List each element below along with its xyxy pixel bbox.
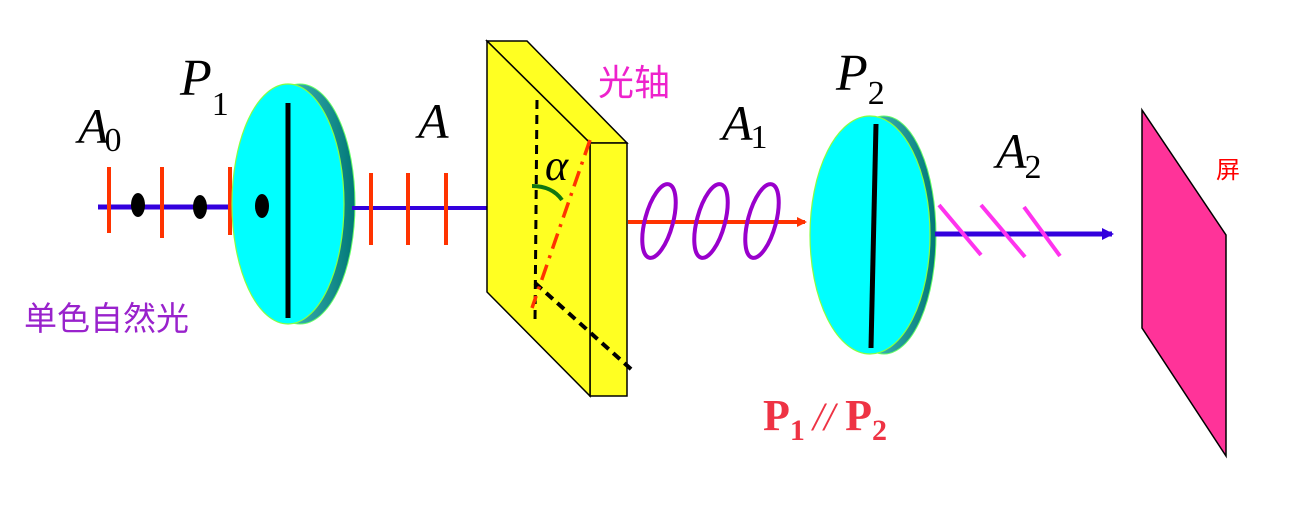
- label-a2: A2: [993, 123, 1042, 186]
- screen: [1141, 107, 1227, 459]
- polarizer-p1: [231, 83, 356, 325]
- label-screen: 屏: [1216, 156, 1240, 184]
- label-optic-axis: 光轴: [598, 63, 670, 104]
- elliptical-light-beam-a1: [628, 182, 807, 260]
- wave-plate: [485, 39, 634, 398]
- label-p2: P2: [835, 45, 885, 112]
- label-natural-light: 单色自然光: [24, 299, 189, 338]
- label-a: A: [415, 93, 449, 149]
- linear-polarized-beam-a2: [935, 203, 1114, 259]
- linear-polarized-beam-a: [352, 173, 488, 245]
- polarizer-p2: [809, 115, 937, 355]
- label-a0: A0: [75, 98, 122, 159]
- label-alpha: α: [545, 141, 569, 190]
- label-a1: A1: [719, 95, 768, 156]
- label-p1: P1: [179, 50, 229, 123]
- condition-parallel-polarizers: P1//P2: [763, 391, 887, 447]
